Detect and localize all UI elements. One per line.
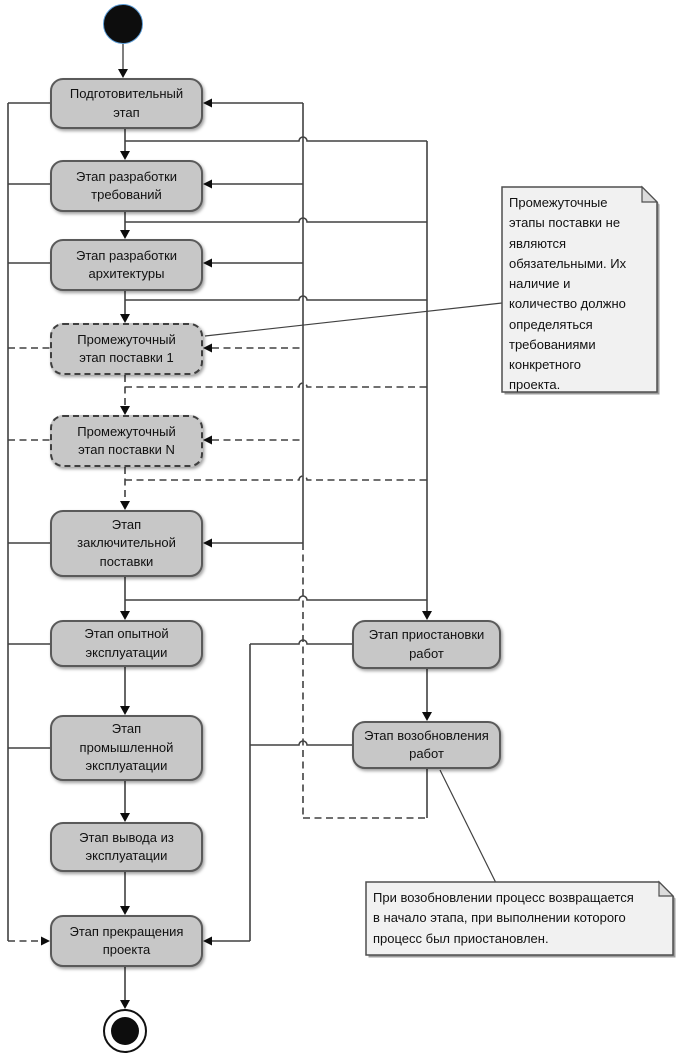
note-shape-intermediate xyxy=(501,185,660,395)
activity-node-preparation: Подготовительный этап xyxy=(50,78,203,129)
arrowheads xyxy=(41,69,432,1009)
activity-node-architecture: Этап разработки архитектуры xyxy=(50,239,203,291)
activity-node-final-delivery: Этап заключительной поставки xyxy=(50,510,203,577)
note-resume-behavior: При возобновлении процесс возвращается в… xyxy=(373,890,634,946)
activity-node-industrial-operation: Этап промышленной эксплуатации xyxy=(50,715,203,781)
end-node xyxy=(103,1009,147,1053)
activity-node-trial-operation: Этап опытной эксплуатации xyxy=(50,620,203,667)
note-intermediate-stages: Промежуточные этапы поставки не являются… xyxy=(509,195,627,393)
activity-node-decommissioning: Этап вывода из эксплуатации xyxy=(50,822,203,872)
activity-node-delivery-n: Промежуточный этап поставки N xyxy=(50,415,203,467)
activity-node-requirements: Этап разработки требований xyxy=(50,160,203,212)
activity-node-termination: Этап прекращения проекта xyxy=(50,915,203,967)
activity-node-suspension: Этап приостановки работ xyxy=(352,620,501,669)
activity-node-resumption: Этап возобновления работ xyxy=(352,721,501,769)
start-node xyxy=(103,4,143,44)
solid-edges xyxy=(7,102,503,1000)
dashed-edges xyxy=(8,347,427,942)
activity-node-delivery-1: Промежуточный этап поставки 1 xyxy=(50,323,203,375)
note-shape-resume xyxy=(365,880,676,958)
